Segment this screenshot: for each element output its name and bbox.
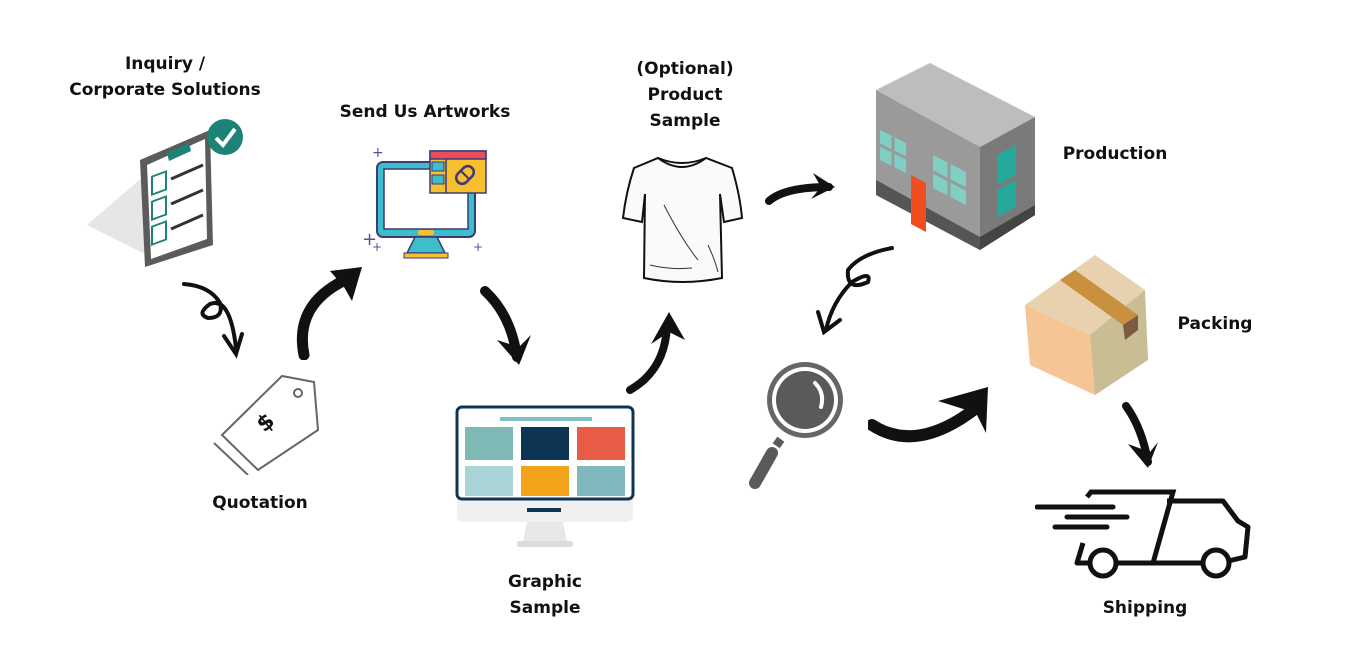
clipboard-checklist-icon xyxy=(85,115,255,270)
step-label-inquiry: Inquiry / Corporate Solutions xyxy=(69,54,261,100)
price-tag-icon: $ xyxy=(210,370,320,475)
svg-text:+: + xyxy=(473,240,483,254)
delivery-truck-icon xyxy=(1035,485,1255,580)
step-label-packing: Packing xyxy=(1177,314,1253,334)
magnifier-icon xyxy=(745,355,850,495)
monitor-upload-icon: + + + + xyxy=(360,145,495,260)
svg-text:+: + xyxy=(362,229,377,250)
arrow-graphic-to-product xyxy=(626,312,685,394)
step-label-product: (Optional) Product Sample xyxy=(636,59,734,131)
step-label-production: Production xyxy=(1062,144,1168,164)
arrow-inspection-to-packing xyxy=(868,387,988,443)
step-label-graphic: Graphic Sample xyxy=(508,572,582,618)
step-label-quotation: Quotation xyxy=(212,493,308,513)
step-label-artworks: Send Us Artworks xyxy=(339,102,511,122)
arrow-product-to-production xyxy=(765,173,835,205)
arrow-production-to-inspection xyxy=(816,246,894,336)
arrow-artworks-to-graphic xyxy=(480,286,531,365)
desktop-layout-icon xyxy=(455,405,635,550)
tshirt-icon xyxy=(620,150,745,285)
step-label-shipping: Shipping xyxy=(1102,598,1188,618)
svg-text:+: + xyxy=(372,145,384,161)
cardboard-box-icon xyxy=(1020,250,1150,400)
factory-building-icon xyxy=(870,55,1040,255)
svg-text:+: + xyxy=(372,240,382,254)
arrow-inquiry-to-quotation xyxy=(182,282,244,359)
arrow-quotation-to-artworks xyxy=(296,267,362,360)
arrow-packing-to-shipping xyxy=(1122,402,1158,468)
